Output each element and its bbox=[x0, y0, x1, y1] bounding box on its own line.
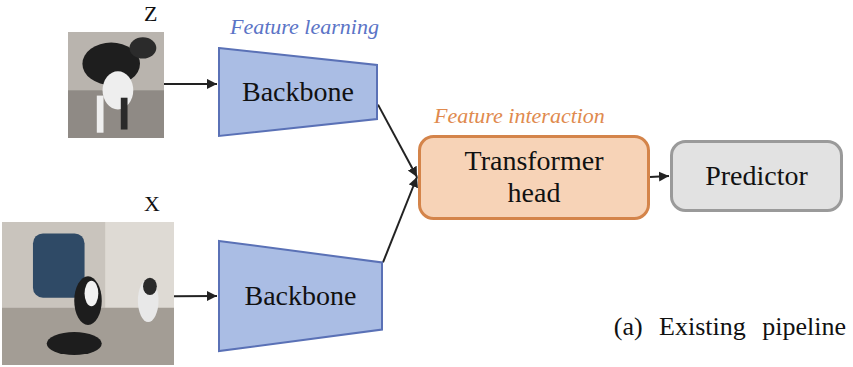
box-label: Transformer head bbox=[439, 145, 629, 209]
search-image: X bbox=[2, 222, 174, 365]
figure-caption: (a) Existing pipeline bbox=[614, 312, 846, 342]
flow-arrow bbox=[383, 177, 417, 262]
template-image: Z bbox=[68, 32, 164, 138]
box-label: Backbone bbox=[242, 76, 354, 108]
flow-arrow bbox=[174, 295, 217, 297]
heading-label: Feature interaction bbox=[434, 104, 605, 128]
transformer-head-box: Feature interactionTransformer head bbox=[418, 135, 650, 220]
heading-label: Z bbox=[144, 2, 157, 26]
box-label: Predictor bbox=[705, 160, 808, 192]
flow-arrow bbox=[164, 83, 217, 85]
predictor-box: Predictor bbox=[670, 140, 843, 212]
search-image-outline bbox=[2, 222, 174, 365]
heading-label: Feature learning bbox=[230, 15, 379, 39]
heading-label: X bbox=[144, 192, 160, 216]
backbone-trapezoid: Feature learningBackbone bbox=[218, 47, 378, 137]
template-image-outline bbox=[68, 32, 164, 138]
box-label: Backbone bbox=[245, 280, 357, 312]
flow-arrow bbox=[378, 105, 417, 177]
flow-arrow bbox=[650, 176, 669, 177]
backbone-trapezoid: Backbone bbox=[218, 240, 383, 352]
